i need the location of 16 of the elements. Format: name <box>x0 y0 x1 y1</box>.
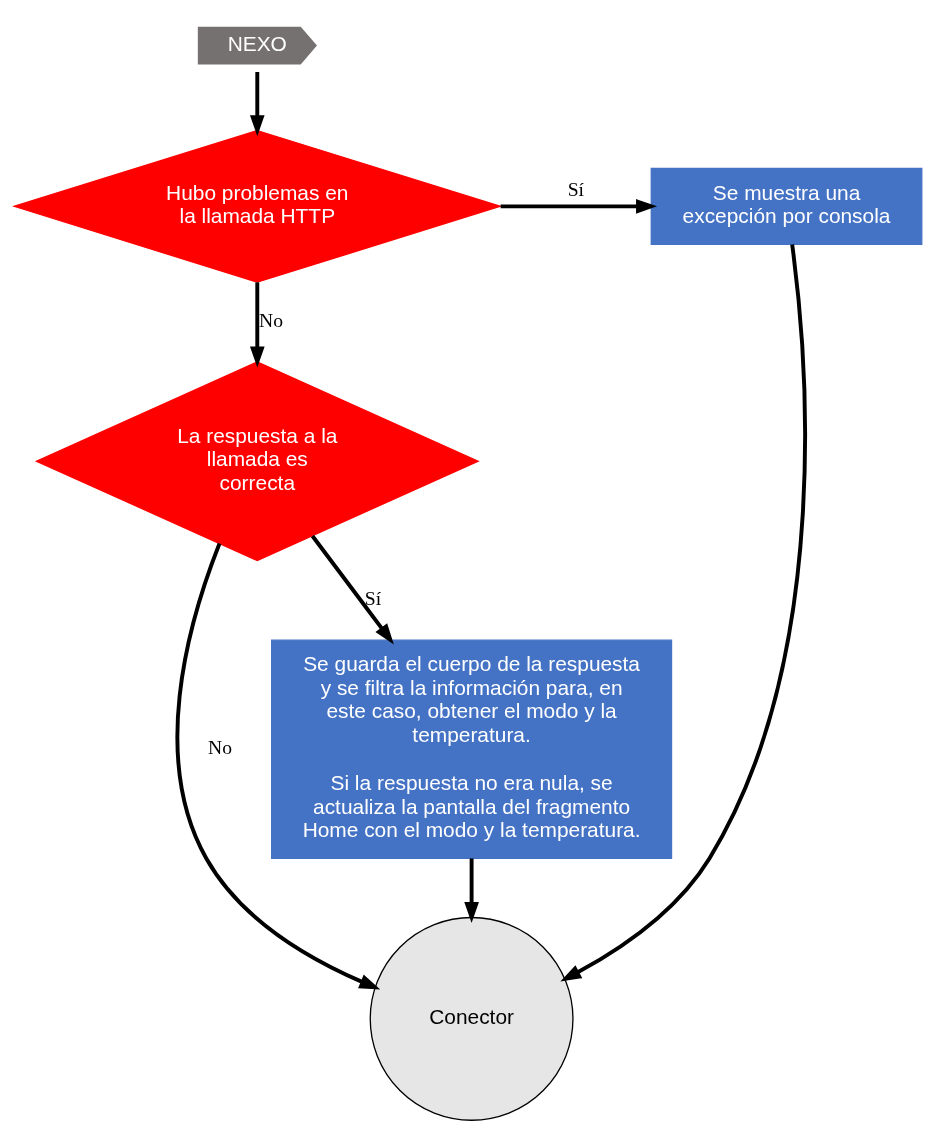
node-circle: Conector <box>369 916 574 1121</box>
arrow <box>310 534 394 645</box>
arrow <box>249 282 265 368</box>
edge-label: No <box>258 309 283 331</box>
arrow <box>559 244 807 982</box>
arrow <box>175 542 380 990</box>
arrow <box>463 858 479 924</box>
arrow <box>500 199 657 214</box>
node-box: Se muestra una excepción por consola <box>650 167 922 245</box>
node-box: Se guarda el cuerpo de la respuesta y se filtra la información para, en este caso, obtener el modo y la temperatura. Si la respuesta no era nula, se actualiza la pantalla del fragmento Home con el modo y la temperatura. <box>270 639 672 860</box>
node-diamond: La respuesta a la llamada es correcta <box>34 361 480 562</box>
node-diamond: Hubo problemas en la llamada HTTP <box>11 129 503 283</box>
edge-label: No <box>207 736 232 758</box>
edge-label: Sí <box>567 178 584 200</box>
arrow <box>249 72 265 137</box>
edge-label: Sí <box>364 587 381 609</box>
